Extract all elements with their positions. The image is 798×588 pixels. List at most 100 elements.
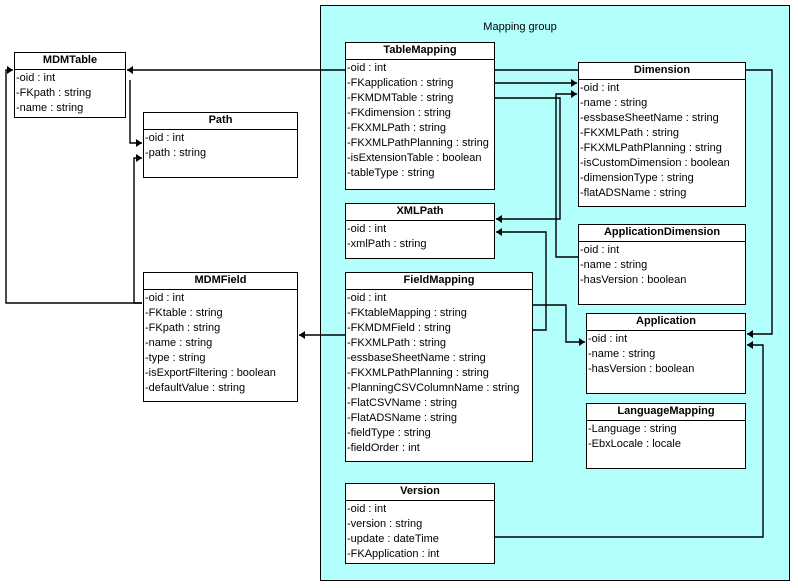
arrow-fieldmapping-mdmfield bbox=[299, 331, 305, 339]
class-attribute: -isExportFiltering : boolean bbox=[145, 367, 276, 379]
link-fieldmapping-application bbox=[533, 304, 585, 343]
uml-class-application[interactable]: Application -oid : int -name : string -hasV… bbox=[586, 313, 746, 394]
uml-class-version[interactable]: Version -oid : int -version : string -updat… bbox=[345, 483, 495, 564]
class-attribute: -path : string bbox=[145, 147, 207, 159]
mapping-group-label: Mapping group bbox=[483, 21, 557, 33]
class-title-dimension: Dimension bbox=[579, 63, 745, 80]
class-title-xmlpath: XMLPath bbox=[346, 204, 494, 221]
arrow-fieldmapping-application bbox=[579, 338, 585, 346]
class-attribute: -oid : int bbox=[145, 132, 185, 144]
class-attribute: -fieldOrder : int bbox=[347, 442, 420, 454]
class-attributes-mdmfield: -oid : int -FKtable : string -FKpath : str… bbox=[144, 290, 297, 396]
class-attribute: -name : string bbox=[16, 102, 84, 114]
class-attribute: -FKXMLPath : string bbox=[347, 337, 447, 349]
class-attribute: -oid : int bbox=[588, 333, 628, 345]
class-title-applicationdimension: ApplicationDimension bbox=[579, 225, 745, 242]
uml-class-path[interactable]: Path -oid : int -path : string bbox=[143, 112, 298, 178]
class-attribute: -oid : int bbox=[347, 62, 387, 74]
class-attribute: -name : string bbox=[145, 337, 213, 349]
class-attribute: -isCustomDimension : boolean bbox=[580, 157, 730, 169]
class-attribute: -oid : int bbox=[580, 244, 620, 256]
class-title-fieldmapping: FieldMapping bbox=[346, 273, 532, 290]
link-mdmfield-path bbox=[133, 157, 142, 304]
class-attribute: -name : string bbox=[580, 259, 648, 271]
class-attribute: -FKdimension : string bbox=[347, 107, 451, 119]
class-attribute: -update : dateTime bbox=[347, 533, 439, 545]
arrow-version-application bbox=[747, 341, 753, 349]
class-attribute: -FKapplication : string bbox=[347, 77, 454, 89]
arrow-mdmfield-path bbox=[136, 154, 142, 162]
class-attribute: -FKMDMField : string bbox=[347, 322, 451, 334]
class-attribute: -PlanningCSVColumnName : string bbox=[347, 382, 520, 394]
arrow-tablemapping-application bbox=[747, 330, 753, 338]
class-attribute: -FKApplication : int bbox=[347, 548, 440, 560]
class-attribute: -FKXMLPathPlanning : string bbox=[347, 367, 489, 379]
uml-class-applicationdimension[interactable]: ApplicationDimension -oid : int -name : st… bbox=[578, 224, 746, 305]
class-attributes-fieldmapping: -oid : int -FKtableMapping : string -FKMDM… bbox=[346, 290, 532, 456]
class-attribute: -flatADSName : string bbox=[580, 187, 687, 199]
uml-class-mdmfield[interactable]: MDMField -oid : int -FKtable : string -FKpa… bbox=[143, 272, 298, 402]
class-attribute: -FKpath : string bbox=[16, 87, 92, 99]
class-attributes-tablemapping: -oid : int -FKapplication : string -FKMDMT… bbox=[346, 60, 494, 181]
class-attribute: -FKtableMapping : string bbox=[347, 307, 467, 319]
class-attribute: -Language : string bbox=[588, 423, 677, 435]
class-attribute: -hasVersion : boolean bbox=[580, 274, 687, 286]
class-attribute: -FlatCSVName : string bbox=[347, 397, 458, 409]
link-appdimension-dimension bbox=[555, 93, 578, 258]
uml-class-fieldmapping[interactable]: FieldMapping -oid : int -FKtableMapping : … bbox=[345, 272, 533, 462]
class-attribute: -FKMDMTable : string bbox=[347, 92, 454, 104]
class-attribute: -name : string bbox=[588, 348, 656, 360]
arrow-mdmtable-mdmfield bbox=[7, 66, 13, 74]
arrow-mdmtable-path bbox=[136, 139, 142, 147]
class-title-mdmfield: MDMField bbox=[144, 273, 297, 290]
link-fieldmapping-xmlpath bbox=[496, 231, 547, 331]
class-title-languagemapping: LanguageMapping bbox=[587, 404, 745, 421]
class-attribute: -oid : int bbox=[16, 72, 56, 84]
class-attribute: -tableType : string bbox=[347, 167, 435, 179]
class-title-tablemapping: TableMapping bbox=[346, 43, 494, 60]
class-attribute: -essbaseSheetName : string bbox=[580, 112, 719, 124]
class-attribute: -FKXMLPath : string bbox=[580, 127, 680, 139]
class-attribute: -FKXMLPathPlanning : string bbox=[580, 142, 722, 154]
arrow-tablemapping-mdmtable bbox=[127, 66, 133, 74]
class-title-path: Path bbox=[144, 113, 297, 130]
uml-class-languagemapping[interactable]: LanguageMapping -Language : string -EbxLoc… bbox=[586, 403, 746, 469]
class-attributes-path: -oid : int -path : string bbox=[144, 130, 297, 161]
uml-class-tablemapping[interactable]: TableMapping -oid : int -FKapplication : s… bbox=[345, 42, 495, 190]
uml-class-dimension[interactable]: Dimension -oid : int -name : string -essbas… bbox=[578, 62, 746, 207]
class-title-application: Application bbox=[587, 314, 745, 331]
class-attribute: -essbaseSheetName : string bbox=[347, 352, 486, 364]
class-attribute: -isExtensionTable : boolean bbox=[347, 152, 482, 164]
class-attribute: -oid : int bbox=[145, 292, 185, 304]
class-attribute: -FKpath : string bbox=[145, 322, 221, 334]
class-attributes-applicationdimension: -oid : int -name : string -hasVersion : bo… bbox=[579, 242, 745, 288]
class-attribute: -fieldType : string bbox=[347, 427, 431, 439]
arrow-fieldmapping-xmlpath bbox=[496, 228, 502, 236]
link-mdmtable-path bbox=[129, 80, 142, 144]
class-attribute: -EbxLocale : locale bbox=[588, 438, 681, 450]
class-attribute: -defaultValue : string bbox=[145, 382, 246, 394]
link-version-application bbox=[495, 344, 764, 538]
arrow-tablemapping-dimension bbox=[571, 79, 577, 87]
class-attribute: -oid : int bbox=[580, 82, 620, 94]
class-title-version: Version bbox=[346, 484, 494, 501]
class-attribute: -type : string bbox=[145, 352, 206, 364]
class-attribute: -FKtable : string bbox=[145, 307, 223, 319]
uml-class-mdmtable[interactable]: MDMTable -oid : int -FKpath : string -name … bbox=[14, 52, 126, 118]
class-attributes-dimension: -oid : int -name : string -essbaseSheetNam… bbox=[579, 80, 745, 201]
class-attribute: -hasVersion : boolean bbox=[588, 363, 695, 375]
class-attribute: -FKXMLPath : string bbox=[347, 122, 447, 134]
class-attributes-languagemapping: -Language : string -EbxLocale : locale bbox=[587, 421, 745, 452]
class-attribute: -oid : int bbox=[347, 223, 387, 235]
class-attribute: -name : string bbox=[580, 97, 648, 109]
uml-class-xmlpath[interactable]: XMLPath-oid : int-xmlPath : string bbox=[345, 203, 495, 259]
class-attributes-mdmtable: -oid : int -FKpath : string -name : string bbox=[15, 70, 125, 116]
arrow-appdimension-dimension bbox=[571, 90, 577, 98]
link-tablemapping-xmlpath bbox=[495, 97, 561, 220]
class-attributes-application: -oid : int -name : string -hasVersion : bo… bbox=[587, 331, 745, 377]
class-title-mdmtable: MDMTable bbox=[15, 53, 125, 70]
class-attribute: -oid : int bbox=[347, 292, 387, 304]
class-attribute: -version : string bbox=[347, 518, 423, 530]
class-attribute: -oid : int bbox=[347, 503, 387, 515]
